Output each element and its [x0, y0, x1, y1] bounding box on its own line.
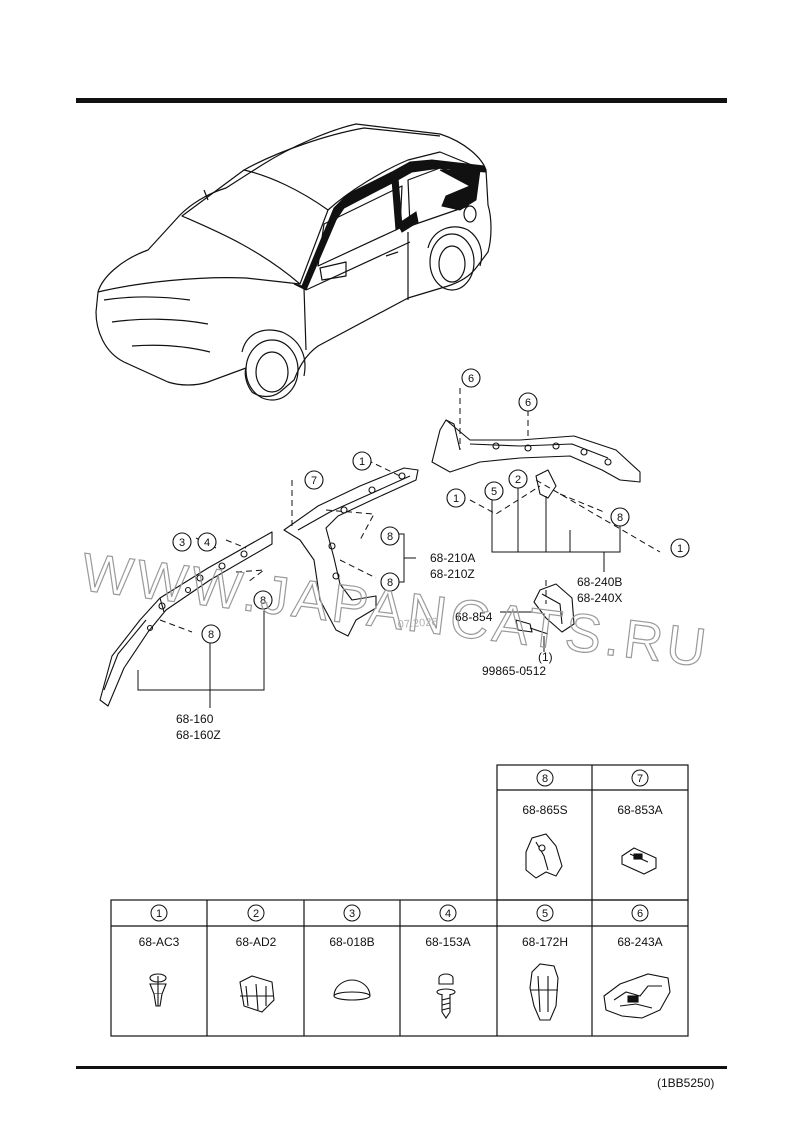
- cell-num-3: 3: [349, 908, 355, 920]
- cell-num-6: 6: [637, 908, 643, 920]
- table-cell-6: 6 68-243A: [603, 904, 671, 1019]
- watermark-date: 07.2026: [397, 616, 438, 631]
- callout-6a: 6: [468, 373, 474, 385]
- label-bolt-qty: (1): [538, 650, 553, 664]
- label-99865-0512: 99865-0512: [482, 664, 546, 678]
- cell-num-4: 4: [445, 908, 451, 920]
- cell-part-2: 68-AD2: [236, 935, 277, 949]
- label-68-160: 68-160: [176, 712, 214, 726]
- cell-part-5: 68-172H: [522, 935, 568, 949]
- cell-part-4: 68-153A: [425, 935, 470, 949]
- clip-7-icon: [621, 847, 657, 875]
- callout-8a: 8: [617, 512, 623, 524]
- callout-1c: 1: [677, 543, 683, 555]
- cell-part-3: 68-018B: [329, 935, 374, 949]
- label-68-160Z: 68-160Z: [176, 728, 221, 742]
- table-cell-4: 4 68-153A: [425, 904, 471, 1019]
- callout-2: 2: [515, 474, 521, 486]
- label-68-240B: 68-240B: [577, 575, 622, 589]
- label-68-240X: 68-240X: [577, 591, 622, 605]
- part-labels: 68-210A 68-210Z 68-240B 68-240X 68-854 (…: [176, 551, 622, 742]
- callout-8e: 8: [208, 629, 214, 641]
- label-68-210A: 68-210A: [430, 551, 475, 565]
- watermark-text: WWW.JAPANCATS.RU: [79, 542, 714, 679]
- fastener-table-upper: [496, 764, 689, 901]
- cell-num-2: 2: [253, 908, 259, 920]
- header-rule: [76, 98, 727, 103]
- cell-num-5: 5: [542, 908, 548, 920]
- callout-6b: 6: [525, 397, 531, 409]
- fastener-table-lower: [110, 899, 689, 1037]
- highlighted-pillar-trim: [293, 159, 487, 291]
- clip-8-icon: [525, 833, 563, 879]
- callout-1b: 1: [453, 493, 459, 505]
- callout-8c: 8: [387, 577, 393, 589]
- table-cell-3: 3 68-018B: [329, 904, 375, 1001]
- cell-part-6: 68-243A: [617, 935, 662, 949]
- cell-num-7: 7: [637, 773, 643, 785]
- table-cell-2: 2 68-AD2: [236, 904, 277, 1013]
- bracket-clip-icon: [603, 973, 671, 1019]
- label-68-210Z: 68-210Z: [430, 567, 475, 581]
- cell-part-8: 68-865S: [522, 803, 567, 817]
- cell-num-1: 1: [156, 908, 162, 920]
- cell-part-1: 68-AC3: [139, 935, 180, 949]
- exploded-parts: [99, 419, 641, 707]
- screw-icon: [436, 973, 456, 1019]
- round-plug-icon: [333, 979, 371, 1001]
- push-rivet-icon: [149, 973, 167, 1007]
- callout-5: 5: [491, 486, 497, 498]
- footer-rule: [76, 1066, 727, 1069]
- cell-num-8: 8: [542, 773, 548, 785]
- table-cell-8: 8 68-865S: [522, 769, 568, 879]
- label-68-854: 68-854: [455, 610, 493, 624]
- callout-1a: 1: [359, 456, 365, 468]
- cell-part-7: 68-853A: [617, 803, 662, 817]
- callout-8d: 8: [260, 595, 266, 607]
- table-cell-7: 7 68-853A: [617, 769, 663, 875]
- callout-4: 4: [204, 537, 210, 549]
- callout-3: 3: [179, 537, 185, 549]
- watermark: WWW.JAPANCATS.RU 07.2026: [78, 542, 714, 680]
- callout-8b: 8: [387, 531, 393, 543]
- double-clip-icon: [239, 975, 275, 1013]
- spring-clip-icon: [529, 963, 559, 1021]
- callout-7: 7: [311, 475, 317, 487]
- table-cell-1: 1 68-AC3: [139, 904, 180, 1007]
- callouts: 6 6 7 1 5 2 1 8 1 3 4 8 8 8 8: [172, 368, 690, 644]
- footer-code: (1BB5250): [657, 1076, 714, 1090]
- table-cell-5: 5 68-172H: [522, 904, 568, 1021]
